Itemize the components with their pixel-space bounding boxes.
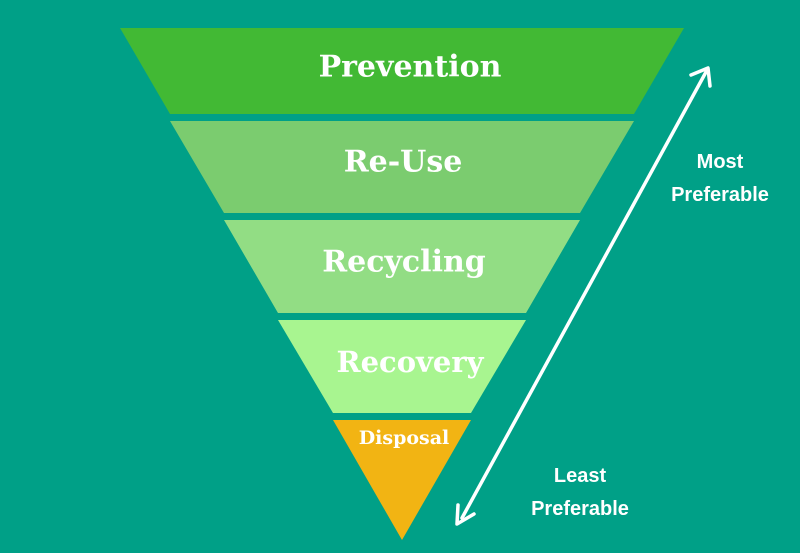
level-recovery-band: [278, 320, 526, 413]
level-prevention-label: Prevention: [319, 50, 502, 85]
level-recovery: Recovery: [278, 320, 526, 413]
most-preferable-label: Most Preferable: [671, 151, 769, 206]
level-prevention-band: [120, 28, 684, 114]
level-recycling-label: Recycling: [322, 245, 486, 280]
level-re-use-label: Re-Use: [344, 145, 463, 180]
level-recycling-band: [224, 220, 580, 313]
most-preferable-line2: Preferable: [671, 184, 769, 206]
level-re-use: Re-Use: [170, 121, 634, 213]
most-preferable-line1: Most: [697, 151, 744, 173]
least-preferable-line1: Least: [554, 465, 607, 487]
level-recycling: Recycling: [224, 220, 580, 313]
arrow-up-head-icon: [689, 66, 712, 88]
level-re-use-band: [170, 121, 634, 213]
level-disposal-label: Disposal: [359, 427, 450, 449]
preference-arrow: [455, 66, 712, 526]
least-preferable-line2: Preferable: [531, 498, 629, 520]
arrow-down-head-icon: [455, 503, 476, 526]
level-disposal-band: [333, 420, 471, 540]
preference-arrow-shaft: [460, 70, 708, 520]
least-preferable-label: Least Preferable: [531, 465, 629, 520]
level-disposal: Disposal: [333, 420, 471, 540]
level-recovery-label: Recovery: [337, 345, 485, 379]
level-prevention: Prevention: [120, 28, 684, 114]
